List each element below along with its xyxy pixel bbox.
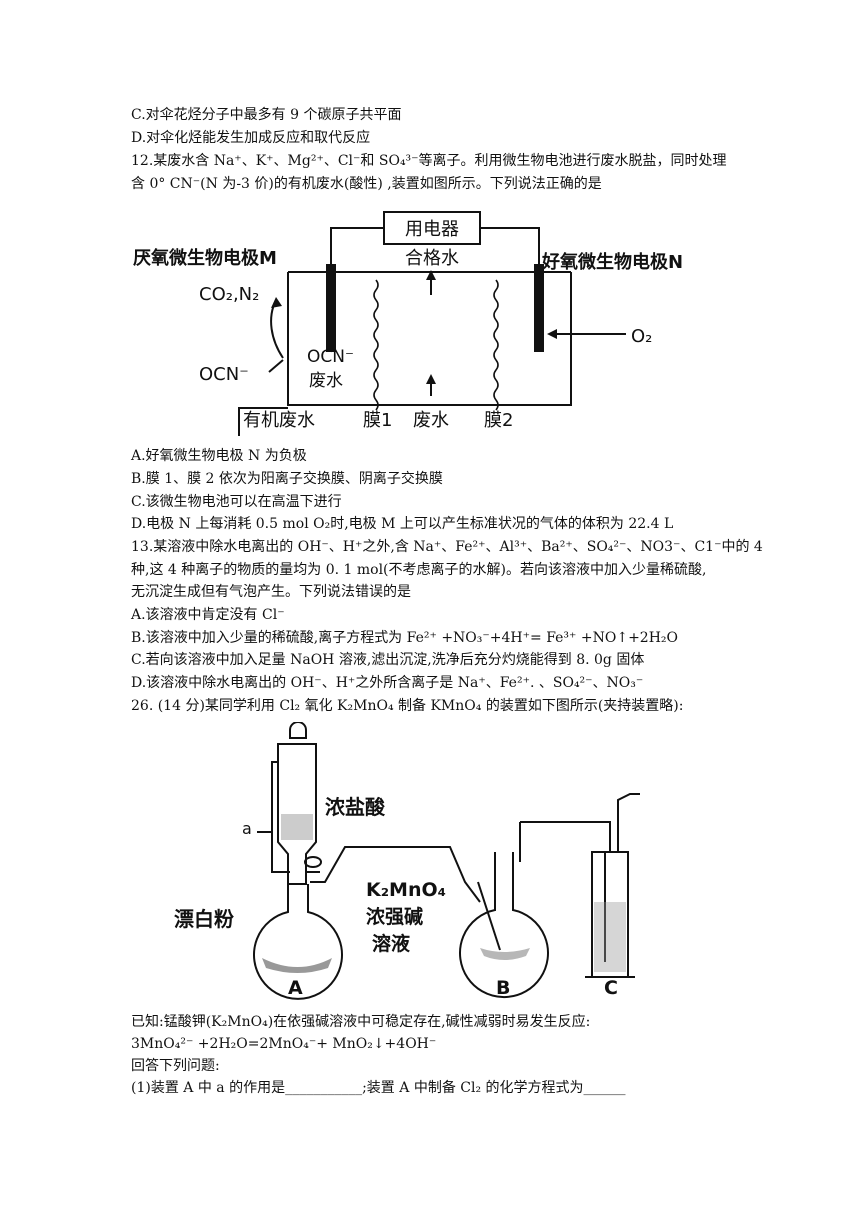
q12-stem-line2: 含 0° CN⁻(N 为-3 价)的有机废水(酸性) ,装置如图所示。下列说法正… — [131, 176, 602, 192]
q11-option-c: C.对伞花烃分子中最多有 9 个碳原子共平面 — [131, 107, 402, 123]
apparatus-b-label: B — [496, 977, 510, 999]
ocn-label: OCN⁻ — [307, 347, 354, 367]
q12-option-d: D.电极 N 上每消耗 0.5 mol O₂时,电极 M 上可以产生标准状况的气… — [131, 516, 674, 532]
co2-n2-label: CO₂,N₂ — [199, 284, 259, 305]
q26-known-line2: 3MnO₄²⁻ +2H₂O=2MnO₄⁻+ MnO₂↓+4OH⁻ — [131, 1036, 437, 1052]
appliance-box — [383, 211, 481, 245]
appliance-label: 用电器 — [405, 219, 459, 240]
q12-option-b: B.膜 1、膜 2 依次为阳离子交换膜、阴离子交换膜 — [131, 471, 443, 487]
product-arrow — [270, 299, 284, 359]
q26-subquestion-1: (1)装置 A 中 a 的作用是___________;装置 A 中制备 Cl₂… — [131, 1080, 626, 1096]
q13-option-a: A.该溶液中肯定没有 Cl⁻ — [131, 607, 285, 623]
tube-a-label: a — [242, 819, 252, 838]
ocn-inlet-label: OCN⁻ — [199, 364, 249, 385]
q12-option-c: C.该微生物电池可以在高温下进行 — [131, 494, 342, 510]
membrane-2-label: 膜2 — [484, 410, 513, 431]
q26-known-line1: 已知:锰酸钾(K₂MnO₄)在依强碱溶液中可稳定存在,碱性减弱时易发生反应: — [131, 1014, 591, 1030]
wire-right — [480, 227, 540, 265]
q13-stem-line2: 种,这 4 种离子的物质的量均为 0. 1 mol(不考虑离子的水解)。若向该溶… — [131, 562, 707, 578]
q13-option-c: C.若向该溶液中加入足量 NaOH 溶液,滤出沉淀,洗净后充分灼烧能得到 8. … — [131, 652, 645, 668]
electrode-n-label: 好氧微生物电极N — [541, 251, 683, 273]
strong-base-label-1: 浓强碱 — [366, 905, 423, 928]
dropping-funnel — [277, 743, 317, 885]
wire-left — [330, 227, 384, 270]
q26-apparatus-figure: a 浓盐酸 漂白粉 K₂MnO₄ 浓强碱 溶液 A B C — [174, 722, 640, 1000]
waste-water-label: 废水 — [309, 371, 343, 391]
k2mno4-label: K₂MnO₄ — [366, 879, 446, 901]
q13-option-d: D.该溶液中除水电离出的 OH⁻、H⁺之外所含离子是 Na⁺、Fe²⁺. 、SO… — [131, 675, 644, 691]
apparatus-c-label: C — [604, 977, 618, 999]
electrode-m — [326, 264, 336, 352]
inlet-pipe — [238, 407, 288, 436]
strong-base-label-2: 溶液 — [372, 932, 411, 955]
q12-stem-line1: 12.某废水含 Na⁺、K⁺、Mg²⁺、Cl⁻和 SO₄³⁻等离子。利用微生物电… — [131, 153, 727, 169]
qualified-water-label: 合格水 — [405, 248, 459, 269]
cell-container — [287, 272, 572, 406]
q26-answer-prompt: 回答下列问题: — [131, 1058, 220, 1074]
membrane-1 — [373, 279, 379, 411]
electrode-m-label: 厌氧微生物电极M — [133, 247, 277, 269]
flask-a — [253, 884, 343, 1000]
membrane-2 — [493, 279, 499, 411]
q26-stem: 26. (14 分)某同学利用 Cl₂ 氧化 K₂MnO₄ 制备 KMnO₄ 的… — [131, 698, 684, 714]
bleach-label: 漂白粉 — [174, 907, 234, 931]
middle-waste-label: 废水 — [413, 410, 449, 431]
q12-option-a: A.好氧微生物电极 N 为负极 — [131, 448, 307, 464]
flask-b — [459, 852, 549, 998]
q13-stem-line3: 无沉淀生成但有气泡产生。下列说法错误的是 — [131, 584, 411, 600]
apparatus-a-label: A — [288, 977, 303, 999]
membrane-1-label: 膜1 — [363, 410, 392, 431]
o2-label: O₂ — [631, 326, 652, 347]
q13-option-b: B.该溶液中加入少量的稀硫酸,离子方程式为 Fe²⁺ +NO₃⁻+4H⁺= Fe… — [131, 630, 679, 646]
electrode-n — [534, 264, 544, 352]
conc-hcl-label: 浓盐酸 — [325, 795, 386, 819]
q13-stem-line1: 13.某溶液中除水电离出的 OH⁻、H⁺之外,含 Na⁺、Fe²⁺、Al³⁺、B… — [131, 539, 763, 555]
q12-microbial-cell-figure: 用电器 合格水 厌氧微生物电极M 好氧微生物电极N CO₂,N₂ OCN⁻ OC… — [133, 211, 683, 436]
q11-option-d: D.对伞化烃能发生加成反应和取代反应 — [131, 130, 371, 146]
organic-waste-label: 有机废水 — [243, 410, 315, 431]
